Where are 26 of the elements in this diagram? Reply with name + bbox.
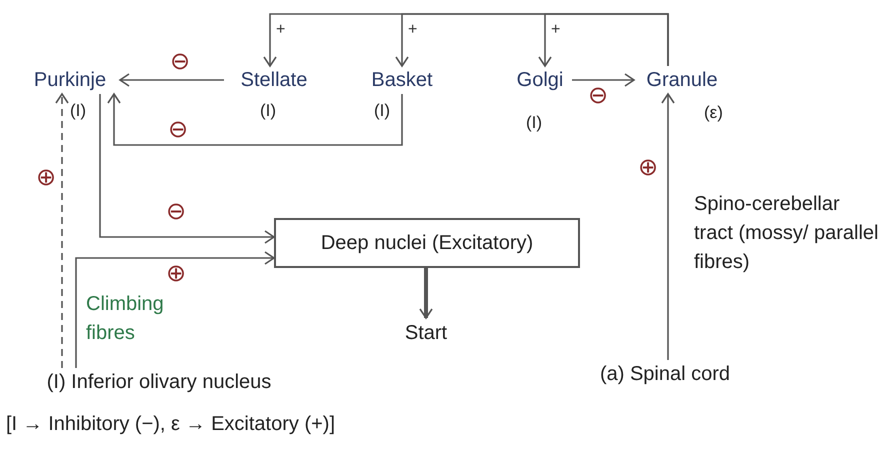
node-label: Purkinje <box>20 66 120 94</box>
type-marker: (I) <box>70 102 86 119</box>
node-label: Granule <box>634 66 730 94</box>
type-marker: (ε) <box>704 104 723 121</box>
arrow <box>119 73 224 87</box>
arrow <box>55 93 69 368</box>
key-note: [I → Inhibitory (−), ε → Excitatory (+)] <box>6 412 336 437</box>
arrow <box>99 94 275 244</box>
type-marker: (I) <box>260 102 276 119</box>
arrow <box>572 73 635 87</box>
type-marker: (I) <box>526 114 542 131</box>
node-label: (I) Inferior olivary nucleus <box>4 368 314 396</box>
node-label: (a) Spinal cord <box>580 360 750 388</box>
node-label: Golgi <box>508 66 572 94</box>
arrow <box>538 13 669 67</box>
arrow <box>419 268 433 319</box>
tract-label: Spino-cerebellar tract (mossy/ parallel fibres) <box>694 192 880 275</box>
node-label: Stellate <box>224 66 324 94</box>
node-label: Basket <box>356 66 448 94</box>
fibre-label: Climbing fibres <box>86 292 165 346</box>
arrow <box>661 93 675 360</box>
arrow <box>75 251 275 368</box>
arrow <box>107 93 403 146</box>
type-marker: (I) <box>374 102 390 119</box>
process-box: Deep nuclei (Excitatory) <box>274 218 580 268</box>
node-label: Start <box>386 318 466 348</box>
